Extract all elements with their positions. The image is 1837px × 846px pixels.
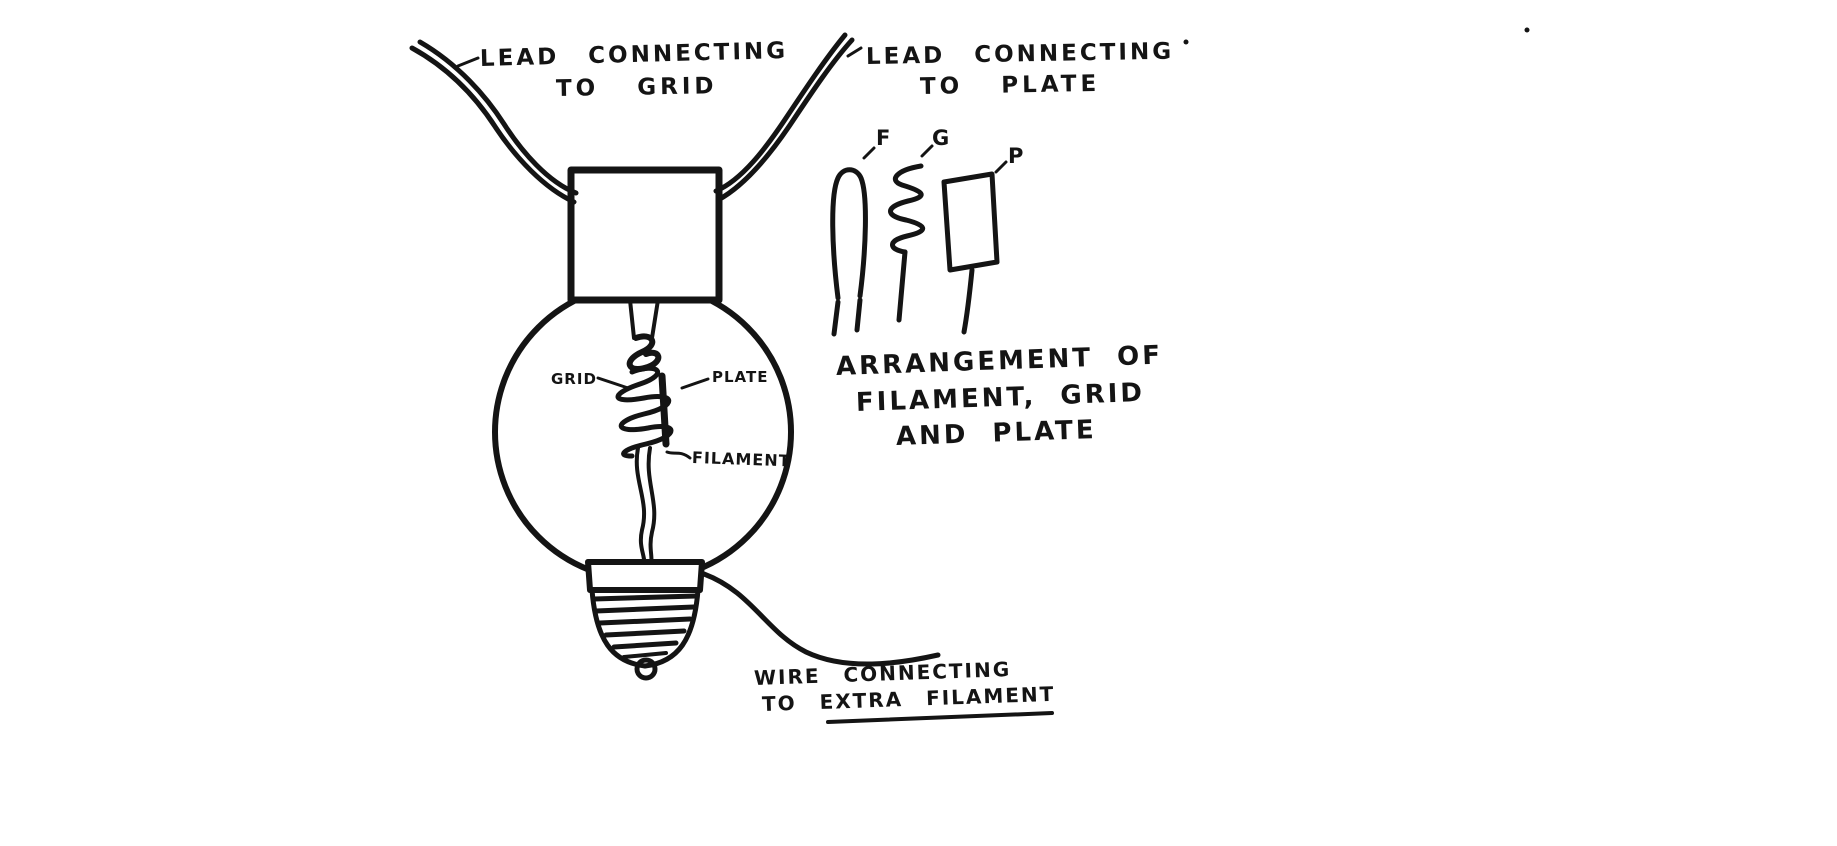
lead-wire-grid-inner xyxy=(417,39,579,196)
label-plate: PLATE xyxy=(712,368,769,386)
grid-coil xyxy=(615,365,674,459)
thread-5 xyxy=(611,640,679,650)
label-element-p: P xyxy=(1008,144,1024,168)
ink-speck xyxy=(1524,27,1530,33)
label-element-g: G xyxy=(932,126,950,150)
thread-4 xyxy=(603,628,687,638)
ink-specks xyxy=(1183,27,1530,45)
lead-wire-grid xyxy=(409,39,579,205)
label-lead-plate-line2: TO PLATE xyxy=(919,70,1101,100)
lead-wire-grid-outer xyxy=(409,45,577,205)
grid-zigzag xyxy=(888,163,926,255)
thread-2 xyxy=(593,604,697,614)
filament-label-pointer xyxy=(665,450,692,460)
cap-rectangle xyxy=(567,166,723,304)
lead-wire-plate xyxy=(713,32,863,203)
grid-leg xyxy=(896,249,908,323)
lead-plate-label-tick xyxy=(846,46,863,58)
filament-leg-right xyxy=(854,297,863,333)
internal-elements xyxy=(596,298,710,568)
base-left-outline xyxy=(589,587,648,669)
filament-wire-left xyxy=(634,446,647,568)
p-label-tick xyxy=(994,160,1008,174)
stem-right xyxy=(650,298,660,340)
thread-3 xyxy=(597,616,693,626)
lead-wire-plate-outer xyxy=(715,37,855,203)
label-grid: GRID xyxy=(551,370,597,388)
filament-wire-right xyxy=(646,446,657,568)
stem-left xyxy=(628,298,636,340)
g-label-tick xyxy=(920,144,934,158)
thread-1 xyxy=(591,593,699,602)
grid-label-pointer xyxy=(596,376,630,390)
label-lead-plate-line1: LEAD CONNECTING xyxy=(865,38,1175,70)
ink-speck xyxy=(1183,39,1189,45)
filament-leg-left xyxy=(831,299,841,337)
plate-polygon xyxy=(941,171,1000,273)
extra-filament-underline xyxy=(826,711,1054,724)
extra-filament-wire-path xyxy=(701,571,941,667)
label-element-f: F xyxy=(876,126,891,150)
element-sketch-filament xyxy=(830,146,876,337)
f-label-tick xyxy=(862,146,876,160)
lead-grid-label-tick xyxy=(456,56,480,68)
stem-twist xyxy=(626,333,662,372)
screw-base xyxy=(585,559,705,681)
element-sketch-plate xyxy=(941,160,1008,335)
plate-leg xyxy=(961,267,975,335)
base-tip-contact xyxy=(634,657,658,681)
label-lead-grid-line2: TO GRID xyxy=(555,73,718,102)
extra-filament-wire xyxy=(701,571,1054,724)
element-sketch-grid xyxy=(888,144,934,323)
lead-wire-plate-inner xyxy=(713,32,848,194)
label-filament: FILAMENT xyxy=(691,448,791,471)
plate-label-pointer xyxy=(680,377,710,390)
base-collar xyxy=(585,559,705,593)
plate-strip xyxy=(658,372,670,448)
filament-hairpin xyxy=(830,167,868,301)
bulb-cap xyxy=(567,166,723,304)
thread-6 xyxy=(622,651,668,659)
